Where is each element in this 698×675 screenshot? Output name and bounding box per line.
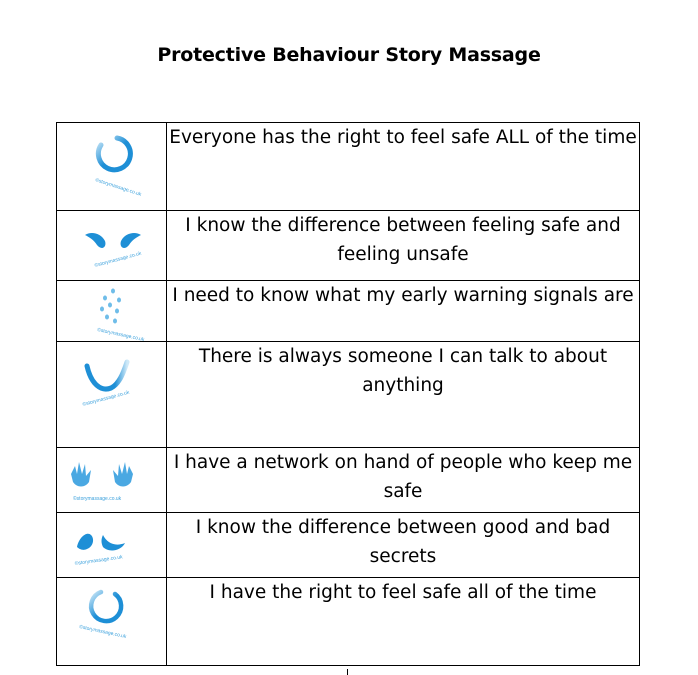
icon-cell: ©storymassage.co.uk xyxy=(56,280,167,342)
svg-text:©storymassage.co.uk: ©storymassage.co.uk xyxy=(94,250,143,269)
icon-cell: ©storymassage.co.uk xyxy=(56,447,167,513)
row-text: I have a network on hand of people who k… xyxy=(166,447,640,513)
table-row: ©storymassage.co.uk There is always some… xyxy=(56,341,640,448)
row-text: Everyone has the right to feel safe ALL … xyxy=(166,122,640,211)
icon-cell: ©storymassage.co.uk xyxy=(56,122,167,211)
open-hands-stroke-icon: ©storymassage.co.uk xyxy=(71,462,133,502)
circle-stroke-icon xyxy=(95,135,133,173)
sweep-apart-stroke-icon: ©storymassage.co.uk xyxy=(85,233,143,269)
svg-text:©storymassage.co.uk: ©storymassage.co.uk xyxy=(73,495,122,502)
svg-text:©storymassage.co.uk: ©storymassage.co.uk xyxy=(79,623,128,640)
icon-cell: ©storymassage.co.uk xyxy=(56,577,167,666)
row-text: I know the difference between feeling sa… xyxy=(166,210,640,281)
table-row: ©storymassage.co.uk I know the differenc… xyxy=(56,210,640,281)
sweep-together-stroke-icon: ©storymassage.co.uk xyxy=(74,533,125,567)
page-marker xyxy=(347,669,348,675)
document-title: Protective Behaviour Story Massage xyxy=(157,44,541,66)
svg-text:©storymassage.co.uk: ©storymassage.co.uk xyxy=(74,553,123,567)
raindrops-stroke-icon: ©storymassage.co.uk xyxy=(97,288,146,342)
row-text: I have the right to feel safe all of the… xyxy=(166,577,640,666)
table-row: ©storymassage.co.uk I know the differenc… xyxy=(56,512,640,578)
smile-curve-stroke-icon: ©storymassage.co.uk xyxy=(82,359,131,408)
table-row: ©storymassage.co.uk I have the right to … xyxy=(56,577,640,666)
watermark-text: ©storymassage.co.uk xyxy=(94,176,142,198)
svg-text:©storymassage.co.uk: ©storymassage.co.uk xyxy=(94,176,142,198)
table-row: ©storymassage.co.uk Everyone has the rig… xyxy=(56,122,640,211)
row-text: I need to know what my early warning sig… xyxy=(166,280,640,342)
circle-stroke-icon: ©storymassage.co.uk xyxy=(79,589,128,640)
icon-cell: ©storymassage.co.uk xyxy=(56,210,167,281)
row-text: There is always someone I can talk to ab… xyxy=(166,341,640,448)
row-text: I know the difference between good and b… xyxy=(166,512,640,578)
icon-cell: ©storymassage.co.uk xyxy=(56,341,167,448)
table-row: ©storymassage.co.uk I have a network on … xyxy=(56,447,640,513)
icon-cell: ©storymassage.co.uk xyxy=(56,512,167,578)
svg-text:©storymassage.co.uk: ©storymassage.co.uk xyxy=(97,326,146,342)
table-row: ©storymassage.co.uk I need to know what … xyxy=(56,280,640,342)
story-massage-table: ©storymassage.co.uk Everyone has the rig… xyxy=(56,122,640,666)
